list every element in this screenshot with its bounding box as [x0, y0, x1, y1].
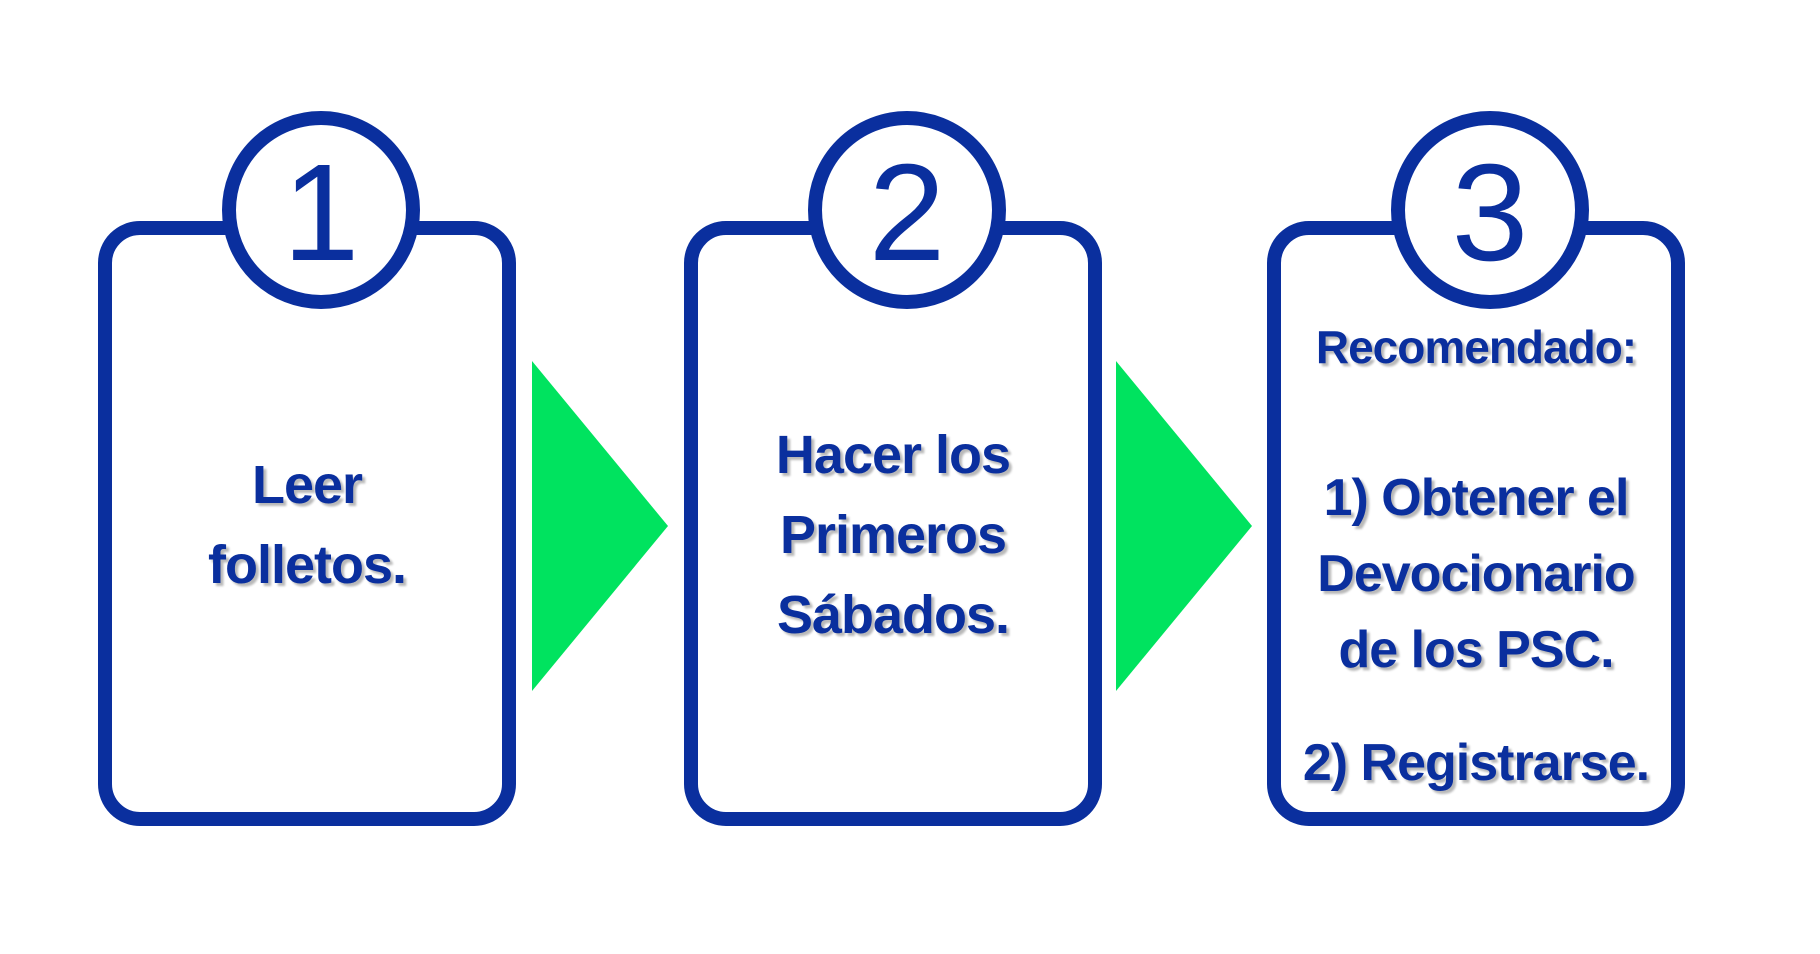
- step-1-line: Leer: [251, 455, 363, 515]
- step-3-item-1-line: de los PSC.: [1338, 621, 1614, 679]
- step-2-number: 2: [868, 136, 946, 290]
- step-2-number-badge: 2: [808, 111, 1006, 309]
- step-2-card: Hacer los Primeros Sábados.: [684, 221, 1102, 826]
- step-2-line: Primeros: [779, 505, 1007, 565]
- step-1-text: Leer folletos.: [112, 445, 502, 605]
- step-3-card: Recomendado: 1) Obtener el Devocionario …: [1267, 221, 1685, 826]
- step-3-item-1: 1) Obtener el Devocionario de los PSC.: [1281, 460, 1671, 688]
- step-2-text: Hacer los Primeros Sábados.: [698, 415, 1088, 655]
- step-2-line: Sábados.: [776, 585, 1010, 645]
- step-3-heading: Recomendado:: [1315, 321, 1637, 373]
- step-1-card: Leer folletos.: [98, 221, 516, 826]
- step-3-item-1-line: Devocionario: [1317, 545, 1635, 603]
- step-1-number: 1: [282, 136, 360, 290]
- arrow-step-2-to-3: [1116, 361, 1252, 691]
- step-1-number-badge: 1: [222, 111, 420, 309]
- step-3-item-1-line: 1) Obtener el: [1323, 469, 1630, 527]
- step-1-line: folletos.: [207, 535, 407, 595]
- step-2-line: Hacer los: [775, 425, 1011, 485]
- step-3-item-2: 2) Registrarse.: [1302, 734, 1650, 792]
- step-3-number: 3: [1451, 136, 1529, 290]
- arrow-step-1-to-2: [532, 361, 668, 691]
- step-3-number-badge: 3: [1391, 111, 1589, 309]
